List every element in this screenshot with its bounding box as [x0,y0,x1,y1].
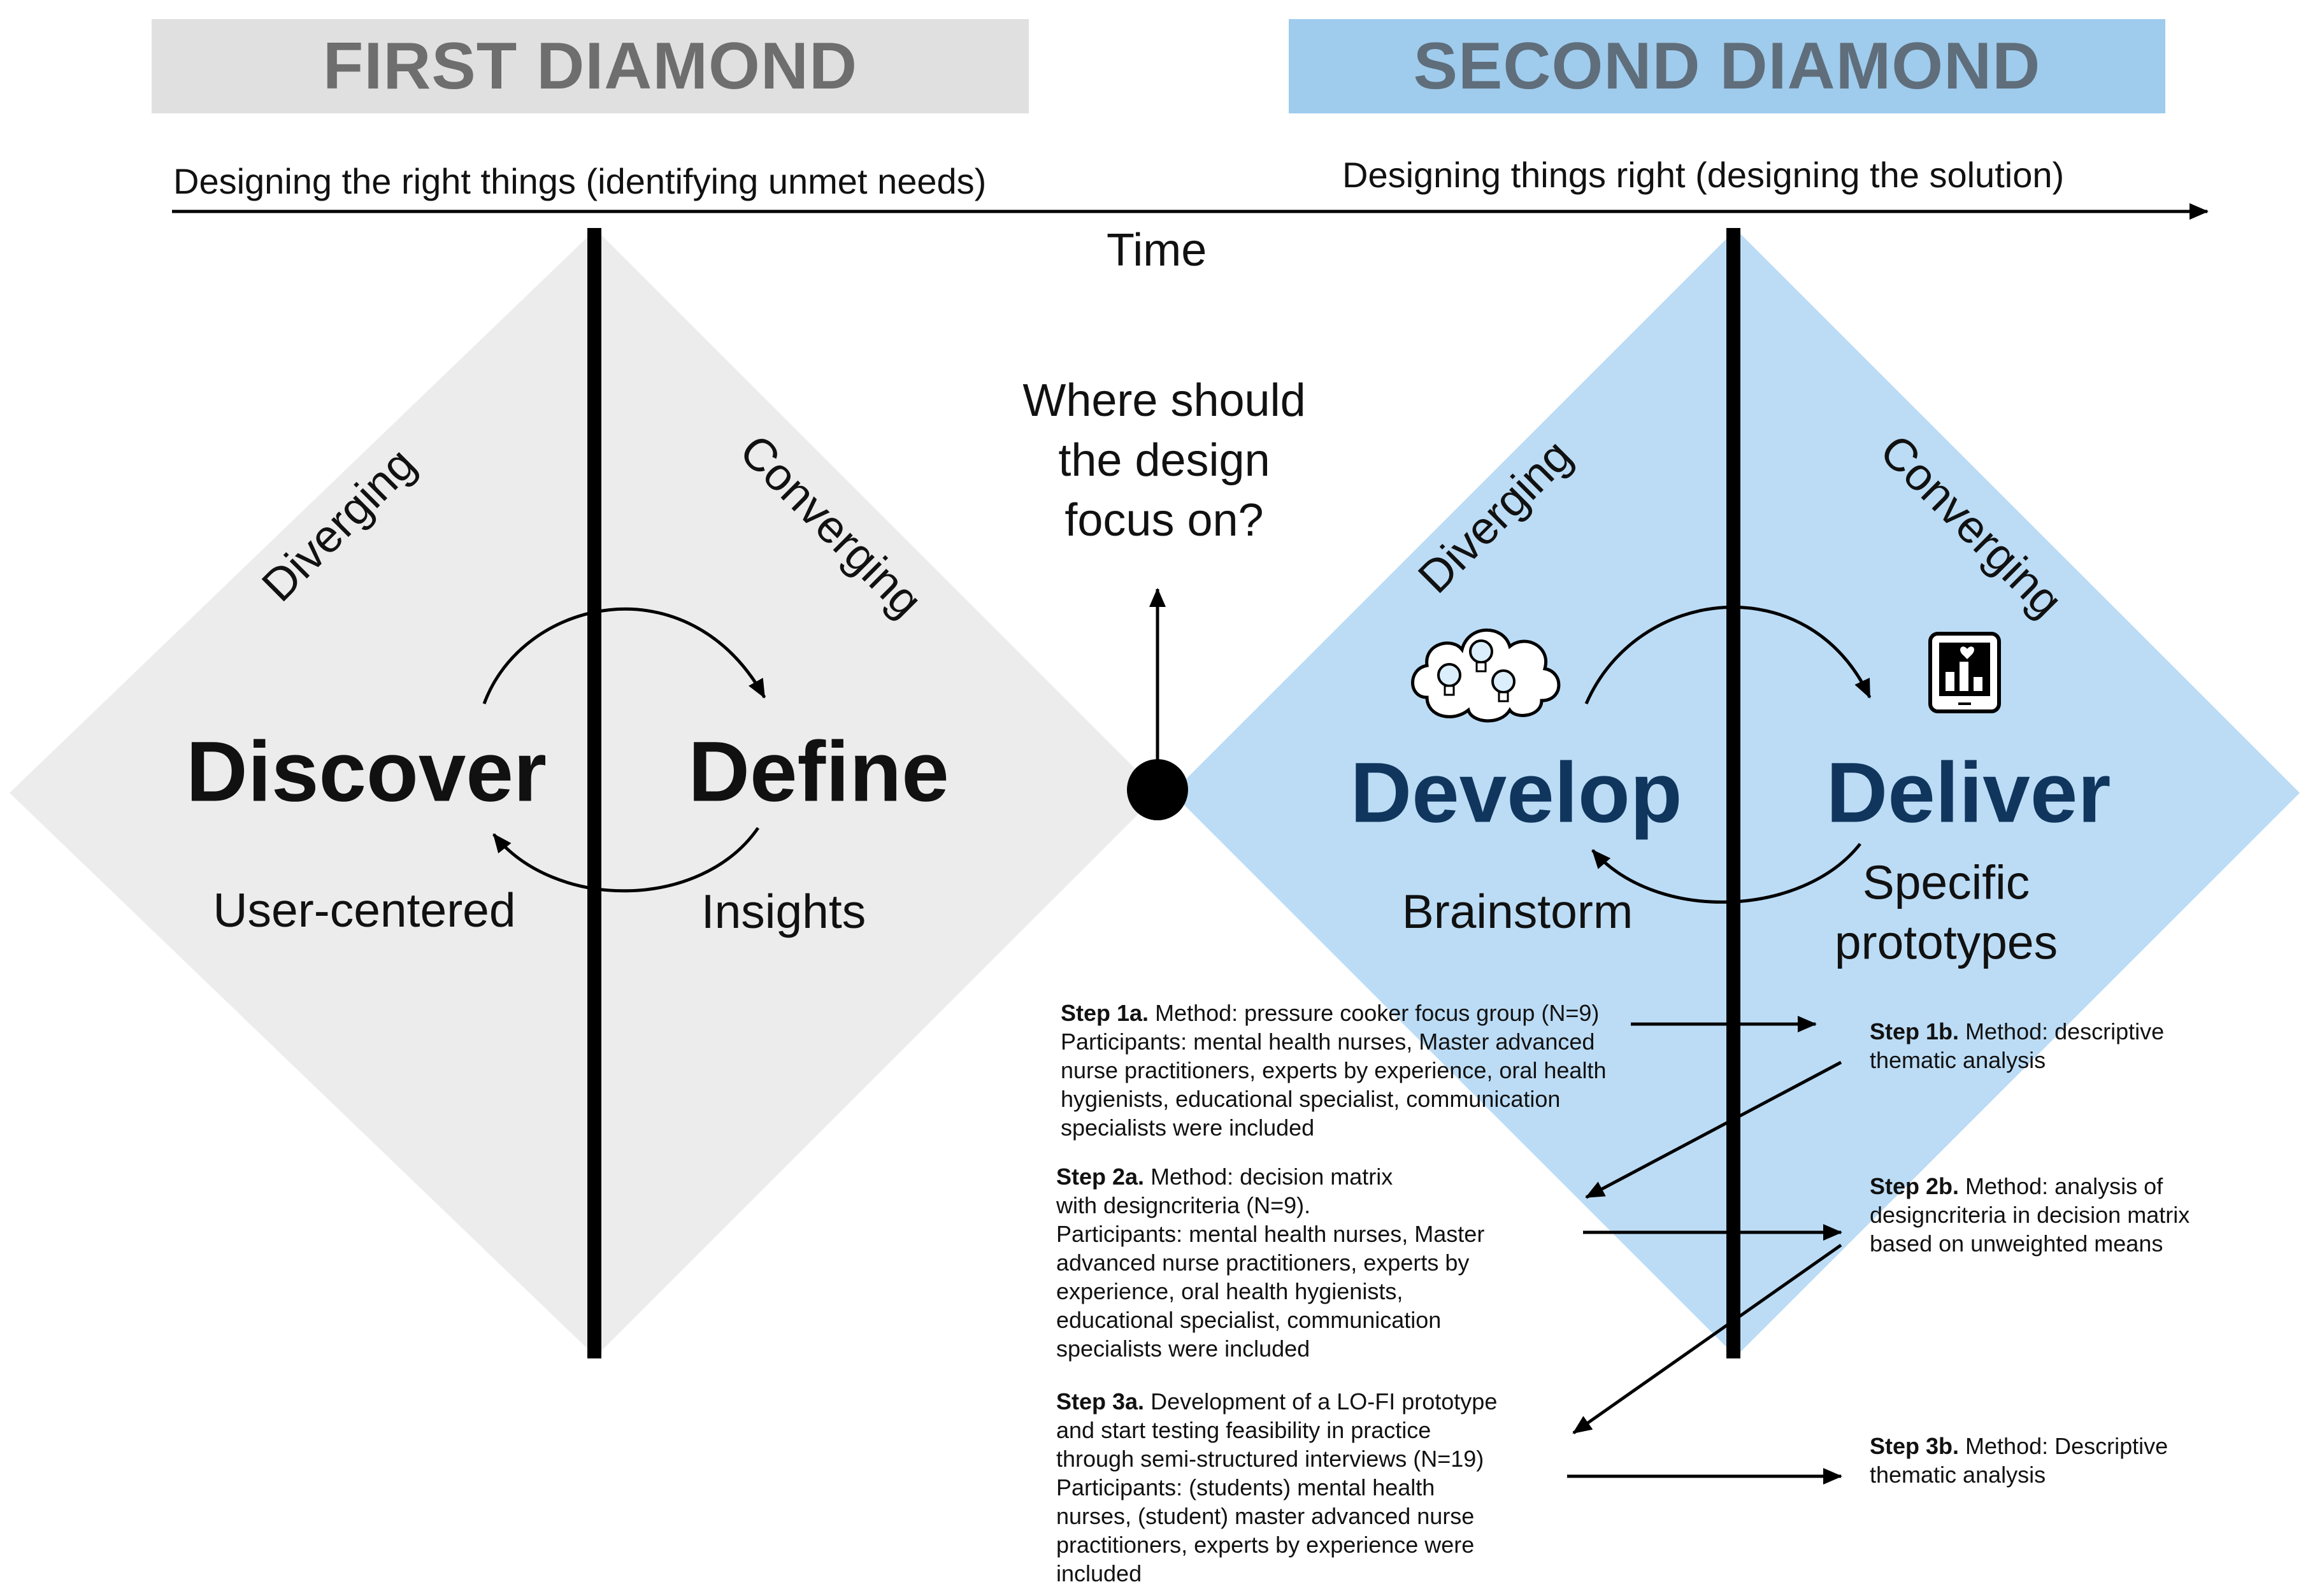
step-2a-head: Step 2a. [1056,1164,1145,1190]
step-2a-text-4: advanced nurse practitioners, experts by [1056,1250,1470,1276]
step-1a-text-5: specialists were included [1061,1115,1315,1141]
step-3a-text-1: Development of a LO-FI prototype [1144,1388,1498,1414]
first-diamond-banner: FIRST DIAMOND [152,19,1029,113]
step-2a-text-5: experience, oral health hygienists, [1056,1278,1403,1304]
step-3a-line-1: Step 3a. Development of a LO-FI prototyp… [1056,1387,1566,1416]
second-diamond-banner-label: SECOND DIAMOND [1413,29,2041,103]
step-1a-text-1: Method: pressure cooker focus group (N=9… [1149,1000,1600,1026]
step-2b-text-1: Method: analysis of [1959,1173,2163,1199]
deliver-sub-label: Specific prototypes [1835,853,2058,973]
deliver-label: Deliver [1826,745,2111,841]
step-2a-line-1: Step 2a. Method: decision matrix [1056,1162,1566,1191]
step-1a-text-3: nurse practitioners, experts by experien… [1061,1057,1607,1083]
step-3a-head: Step 3a. [1056,1388,1145,1414]
timeline-right-label: Designing things right (designing the so… [1342,155,2065,195]
deliver-sub-line-2: prototypes [1834,915,2058,969]
define-sub-label: Insights [701,885,866,939]
step-3b-text-2: thematic analysis [1870,1462,2046,1488]
step-2b-line-1: Step 2b. Method: analysis of [1870,1172,2284,1201]
second-divider-bar [1726,228,1740,1358]
step-3a: Step 3a. Development of a LO-FI prototyp… [1056,1387,1566,1588]
center-question-line-2: the design [1058,435,1270,486]
timeline-left-label: Designing the right things (identifying … [173,161,987,201]
step-2a-text-2: with designcriteria (N=9). [1056,1192,1311,1218]
tablet-chart-icon [1928,632,2001,713]
step-1b: Step 1b. Method: descriptive thematic an… [1870,1017,2284,1074]
second-cycle-arrow-top [1584,605,1872,704]
center-question-line-1: Where should [1022,375,1306,426]
discover-label: Discover [185,724,547,820]
step-1b-text-2: thematic analysis [1870,1047,2046,1073]
step-2a: Step 2a. Method: decision matrix with de… [1056,1162,1566,1363]
step-3a-text-6: practitioners, experts by experience wer… [1056,1532,1475,1558]
step-3b-head: Step 3b. [1870,1433,1960,1459]
step-3a-text-3: through semi-structured interviews (N=19… [1056,1446,1484,1472]
step-1a: Step 1a. Method: pressure cooker focus g… [1061,999,1647,1142]
first-diamond-banner-label: FIRST DIAMOND [322,29,858,103]
step-3a-text-4: Participants: (students) mental health [1056,1474,1435,1500]
step-1b-line-1: Step 1b. Method: descriptive [1870,1017,2284,1046]
step-3a-text-7: included [1056,1560,1142,1586]
step-1a-text-4: hygienists, educational specialist, comm… [1061,1086,1561,1112]
first-cycle-arrow-top [482,607,766,704]
step-2a-text-1: Method: decision matrix [1144,1164,1393,1190]
step-3a-text-5: nurses, (student) master advanced nurse [1056,1503,1475,1529]
step-2a-text-6: educational specialist, communication [1056,1307,1442,1333]
step-1a-head: Step 1a. [1061,1000,1149,1026]
step-2b: Step 2b. Method: analysis of designcrite… [1870,1172,2284,1258]
second-diamond-banner: SECOND DIAMOND [1289,19,2165,113]
discover-sub-label: User-centered [213,883,516,937]
deliver-sub-line-1: Specific [1862,855,2030,909]
center-question-line-3: focus on? [1064,495,1264,546]
develop-sub-label: Brainstorm [1401,885,1633,939]
define-label: Define [688,724,949,820]
step-3a-text-2: and start testing feasibility in practic… [1056,1417,1431,1443]
first-diamond-shape [10,229,1159,1357]
step-2b-head: Step 2b. [1870,1173,1960,1199]
step-3b-line-1: Step 3b. Method: Descriptive [1870,1432,2284,1460]
step-2a-text-7: specialists were included [1056,1336,1310,1362]
step-3b: Step 3b. Method: Descriptive thematic an… [1870,1432,2284,1489]
step-2b-text-2: designcriteria in decision matrix [1870,1202,2190,1228]
step-1a-line-1: Step 1a. Method: pressure cooker focus g… [1061,999,1647,1027]
step-2a-text-3: Participants: mental health nurses, Mast… [1056,1221,1485,1247]
arrow-2b-3a [1572,1243,1842,1435]
first-divider-bar [587,228,601,1358]
lightbulb-cloud-icon [1411,628,1561,723]
second-cycle-arrow-bottom [1591,843,1861,904]
step-1b-text-1: Method: descriptive [1959,1018,2165,1044]
arrow-1b-2a [1585,1060,1842,1199]
center-question: Where should the design focus on? [981,371,1347,550]
develop-label: Develop [1350,745,1682,841]
step-2b-text-3: based on unweighted means [1870,1230,2163,1257]
step-1a-text-2: Participants: mental health nurses, Mast… [1061,1029,1595,1055]
step-1b-head: Step 1b. [1870,1018,1960,1044]
step-3b-text-1: Method: Descriptive [1959,1433,2168,1459]
first-cycle-arrow-bottom [492,827,760,893]
center-dot [1127,759,1188,820]
time-label: Time [1107,225,1207,276]
